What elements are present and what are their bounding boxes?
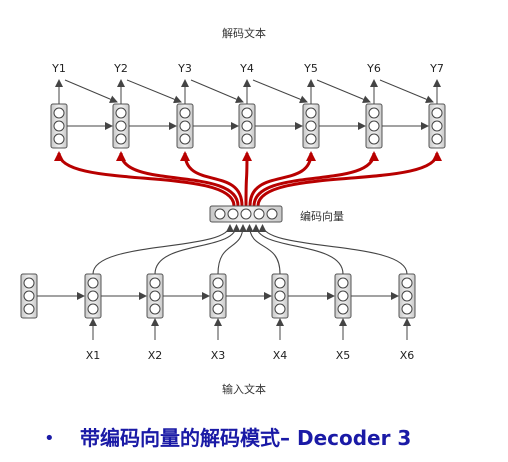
input-label: X5 [336,349,351,362]
context-arrow [256,151,442,207]
output-label: Y6 [366,62,381,75]
context-arrow [180,151,244,207]
decoder-cell [302,103,320,149]
encoding-arrow [252,224,344,275]
encoder-layer: X1 X2 X3 X4 X5 X6 [20,224,416,362]
encoding-arrow [217,224,247,275]
output-label: Y1 [51,62,66,75]
output-text-caption: 解码文本 [222,26,266,40]
context-arrow [54,151,236,207]
encoding-unit [253,208,265,220]
encoder-cell [398,273,416,319]
output-label: Y3 [177,62,192,75]
encoder-cell [146,273,164,319]
feedback-arrow [379,79,434,104]
output-label: Y7 [429,62,444,75]
encoding-unit [266,208,278,220]
initial-state-cell [20,273,38,319]
feedback-arrow [316,79,371,104]
output-label: Y4 [239,62,254,75]
decoder-cell [428,103,446,149]
bullet-point: • [44,428,55,449]
encoding-arrow [245,224,281,275]
decoder-cell [238,103,256,149]
encoder-cell [334,273,352,319]
input-label: X2 [148,349,163,362]
encoding-vector-label: 编码向量 [300,209,344,223]
decoder-cell [50,103,68,149]
input-text-caption: 输入文本 [222,382,266,396]
context-arrow [248,151,316,207]
encoding-unit [214,208,226,220]
feedback-arrow [126,79,182,104]
feedback-arrow [252,79,308,104]
feedback-arrow [64,79,118,103]
output-label: Y5 [303,62,318,75]
decoder-layer: Y1 Y2 Y3 Y4 Y5 Y6 Y7 [50,62,446,149]
encoding-unit [227,208,239,220]
encoding-arrow [154,224,241,275]
encoding-vector [209,205,283,223]
context-arrow [241,151,252,207]
decoder-cell [176,103,194,149]
feedback-arrow [190,79,244,103]
output-label: Y2 [113,62,128,75]
slide-title-row: • 带编码向量的解码模式– Decoder 3 [0,422,508,452]
encoding-arrow [92,224,234,275]
context-arrows [54,151,442,207]
encoder-cell [209,273,227,319]
encoding-arrow [258,224,408,275]
slide-title: 带编码向量的解码模式– Decoder 3 [80,426,412,450]
input-label: X6 [400,349,415,362]
input-label: X3 [211,349,226,362]
context-arrow [252,151,379,207]
encoding-unit [240,208,252,220]
decoder-cell [365,103,383,149]
input-label: X1 [86,349,101,362]
encoder-cell [271,273,289,319]
decoder-cell [112,103,130,149]
input-label: X4 [273,349,288,362]
encoder-cell [84,273,102,319]
context-arrow [116,151,240,207]
